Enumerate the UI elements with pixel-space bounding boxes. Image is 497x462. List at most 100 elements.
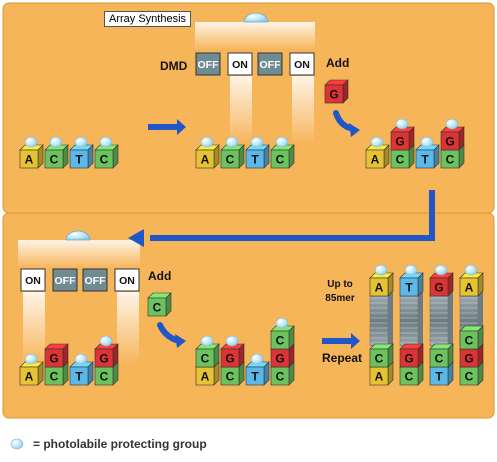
cube-front-face xyxy=(459,277,479,297)
protecting-group-icon xyxy=(99,136,113,148)
cube-letter: A xyxy=(465,281,474,295)
layer-side xyxy=(448,291,453,351)
base-cube-C: C xyxy=(195,343,220,368)
cube-letter: T xyxy=(251,153,259,167)
cube-letter: A xyxy=(375,370,384,384)
mirror-tile xyxy=(82,268,108,292)
curved-arrow xyxy=(333,110,353,131)
base-cube-C: C xyxy=(429,343,454,368)
repeated-layers xyxy=(429,295,449,347)
cube-letter: C xyxy=(276,334,285,348)
cube-front-face xyxy=(69,149,89,169)
mirror-beam xyxy=(23,292,45,364)
mirror-off: OFF xyxy=(82,268,108,292)
repeated-layers xyxy=(369,295,389,347)
cube-letter: C xyxy=(50,370,59,384)
cube-letter: C xyxy=(446,153,455,167)
cube-letter: C xyxy=(100,370,109,384)
curved-arrow-head xyxy=(175,334,186,348)
lamp-light-cone-2 xyxy=(18,240,140,268)
mirror-label: ON xyxy=(25,275,41,287)
base-cube-C: C xyxy=(147,292,172,317)
cube-front-face xyxy=(44,149,64,169)
cube-front-face xyxy=(270,330,290,350)
cube-letter: C xyxy=(226,370,235,384)
cube-letter: A xyxy=(25,153,34,167)
mirror-beam xyxy=(230,76,252,144)
cube-front-face xyxy=(94,149,114,169)
cube-letter: T xyxy=(251,370,259,384)
cube-letter: A xyxy=(371,153,380,167)
base-cube-A: A xyxy=(195,144,220,169)
cube-letter: G xyxy=(275,352,284,366)
mirror-tile xyxy=(114,268,140,292)
arrow-repeat xyxy=(322,333,360,349)
mirror-off: OFF xyxy=(195,52,221,76)
cube-letter: T xyxy=(75,370,83,384)
cube-front-face xyxy=(440,131,460,151)
cube-letter: C xyxy=(396,153,405,167)
mirror-beam xyxy=(292,76,314,144)
mirror-label: OFF xyxy=(55,275,77,287)
mirror-on: ON xyxy=(227,52,253,76)
cube-letter: C xyxy=(276,153,285,167)
base-cube-T: T xyxy=(415,144,440,169)
cube-letter: A xyxy=(201,370,210,384)
base-cube-G: G xyxy=(390,126,415,151)
cube-letter: T xyxy=(421,153,429,167)
legend-label: = photolabile protecting group xyxy=(33,437,207,451)
curved-arrow-head xyxy=(349,123,360,137)
protecting-group-icon xyxy=(225,136,239,148)
mirror-on: ON xyxy=(114,268,140,292)
base-cube-C: C xyxy=(270,325,295,350)
protecting-group-icon xyxy=(420,136,434,148)
cube-front-face xyxy=(245,366,265,386)
base-cube-C: C xyxy=(94,144,119,169)
base-cube-A: A xyxy=(365,144,390,169)
cube-front-face xyxy=(69,366,89,386)
repeat-label: Repeat xyxy=(322,351,362,365)
cube-front-face xyxy=(459,330,479,350)
add-label-bottom: Add xyxy=(148,269,171,283)
cube-front-face xyxy=(220,149,240,169)
protecting-group-icon xyxy=(49,136,63,148)
cube-letter: G xyxy=(445,135,454,149)
cube-letter: A xyxy=(375,281,384,295)
base-cube-G: G xyxy=(324,79,349,104)
mirror-on: ON xyxy=(289,52,315,76)
protecting-group-icon xyxy=(374,264,388,276)
cube-letter: C xyxy=(201,352,210,366)
mirror-label: ON xyxy=(119,275,135,287)
connector-arrow xyxy=(150,190,435,241)
light-source-icon xyxy=(243,12,269,23)
arrow-step-1 xyxy=(148,119,186,135)
cube-letter: G xyxy=(434,281,443,295)
protecting-group-icon xyxy=(250,353,264,365)
mirror-beam xyxy=(117,292,139,364)
cube-front-face xyxy=(245,149,265,169)
add-label-top: Add xyxy=(326,56,349,70)
mirror-tile xyxy=(20,268,46,292)
light-source-icon xyxy=(65,230,91,241)
base-cube-T: T xyxy=(69,144,94,169)
cube-letter: T xyxy=(435,370,443,384)
base-cube-C: C xyxy=(220,144,245,169)
cube-letter: G xyxy=(395,135,404,149)
layer-side xyxy=(418,291,423,351)
protecting-group-icon xyxy=(74,136,88,148)
cube-front-face xyxy=(369,348,389,368)
protecting-group-icon xyxy=(99,335,113,347)
base-cube-A: A xyxy=(459,272,484,297)
base-cube-G: G xyxy=(44,343,69,368)
cube-letter: G xyxy=(49,352,58,366)
mirror-off: OFF xyxy=(52,268,78,292)
cube-front-face xyxy=(390,131,410,151)
cube-letter: G xyxy=(404,352,413,366)
base-cube-A: A xyxy=(19,144,44,169)
cube-letter: T xyxy=(75,153,83,167)
protecting-group-icon xyxy=(200,136,214,148)
cube-letter: C xyxy=(435,352,444,366)
protecting-group-icon xyxy=(275,136,289,148)
repeated-layers xyxy=(399,295,419,347)
